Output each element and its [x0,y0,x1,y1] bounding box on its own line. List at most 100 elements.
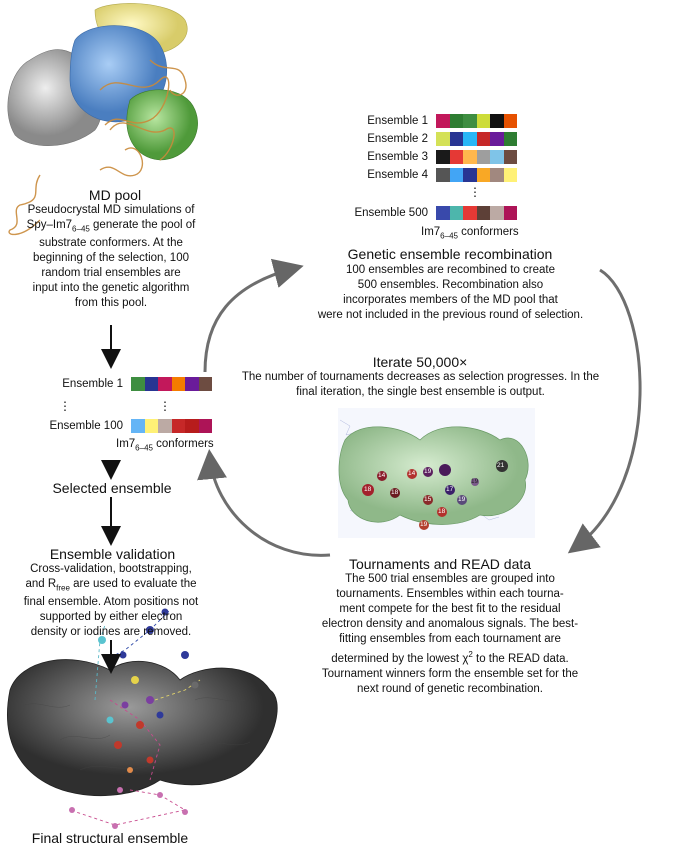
conformer-swatch [436,132,450,146]
selected-ensemble-title: Selected ensemble [52,480,172,496]
conformer-swatch [490,150,504,164]
conformer-swatch [436,168,450,182]
conformer-swatch [185,419,199,433]
ensemble-label: Ensemble 100 [49,420,123,432]
read-data-illustration [338,408,535,538]
conformer-swatch [463,132,477,146]
conformer-swatch [463,168,477,182]
ensemble-label: Ensemble 3 [367,151,428,163]
caption-text: conformers [152,438,214,450]
md-line: from this pool. [74,297,148,310]
iterate-title: Iterate 50,000× [372,354,468,370]
md-pool-title: MD pool [88,187,142,203]
ensemble-swatches [436,168,517,182]
conformer-swatch [476,132,490,146]
conformer-swatch [476,168,490,182]
recombination-title: Genetic ensemble recombination [347,246,553,262]
conformer-swatch [503,114,517,128]
conformer-swatch [131,419,145,433]
conformer-swatch [463,114,477,128]
validation-subscript: free [56,583,70,593]
conformer-swatch [131,377,145,391]
tournaments-text: to the READ data. [472,652,569,665]
conformer-swatch [158,419,172,433]
md-pool-illustration [7,3,198,236]
top-conformers-caption: Im76–45 conformers [421,226,519,240]
conformer-swatch [185,377,199,391]
ensemble-swatches [436,150,517,164]
left-ellipsis: ⋮ [59,399,71,413]
arrow-to-selected-ensembles [197,449,331,557]
recombination-line: incorporates members of the MD pool that [343,294,558,306]
conformer-swatch [144,419,158,433]
ensemble-label: Ensemble 1 [62,378,123,390]
caption-text: conformers [457,226,519,238]
validation-text: are used to evaluate the [69,578,197,590]
conformer-swatch [490,206,504,220]
md-pool-description: Pseudocrystal MD simulations of Spy–Im76… [0,203,222,311]
ensemble-label: Ensemble 4 [367,169,428,181]
left-conformers-caption: Im76–45 conformers [116,438,214,452]
md-line: substrate conformers. At the [39,237,183,250]
tournaments-line: fitting ensembles from each tournament a… [339,633,561,645]
conformer-swatch [171,419,185,433]
tournaments-line: next round of genetic recombination. [356,682,544,695]
recombination-line: 100 ensembles are recombined to create [345,264,556,276]
ensemble-label: Ensemble 1 [367,115,428,127]
conformer-swatch [476,206,490,220]
validation-line: final ensemble. Atom positions not [23,596,199,609]
caption-subscript: 6–45 [135,443,153,453]
ensemble-swatches [436,206,517,220]
validation-title: Ensemble validation [49,546,176,562]
md-line: beginning of the selection, 100 [32,252,189,265]
ensemble-swatches [131,419,212,433]
final-ensemble-illustration [7,608,278,829]
ensemble-label: Ensemble 500 [354,207,428,219]
conformer-swatch [503,168,517,182]
conformer-swatch [144,377,158,391]
md-subscript: 6–45 [72,224,90,234]
conformer-swatch [158,377,172,391]
validation-line: and Rfree are used to evaluate the [0,577,222,595]
ensemble-swatches [436,114,517,128]
conformer-swatch [449,132,463,146]
conformer-swatch [436,114,450,128]
recombination-line: were not included in the previous round … [317,309,584,321]
validation-line: density or iodines are removed. [30,626,192,639]
conformer-swatch [198,377,212,391]
conformer-swatch [436,206,450,220]
ensemble-label: Ensemble 2 [367,133,428,145]
conformer-swatch [490,114,504,128]
iterate-line: final iteration, the single best ensembl… [296,386,545,398]
validation-line: Cross-validation, bootstrapping, [30,563,192,575]
tournaments-line: determined by the lowest χ2 to the READ … [285,647,615,667]
conformer-swatch [171,377,185,391]
md-line: input into the genetic algorithm [32,282,190,295]
arrow-to-tournaments [567,268,642,554]
validation-text: and R [25,578,57,590]
caption-subscript: 6–45 [440,231,458,241]
recombination-description: 100 ensembles are recombined to create 5… [278,263,623,323]
top-ellipsis: ⋮ [469,185,481,199]
conformer-swatch [476,150,490,164]
md-line: random trial ensembles are [41,267,181,280]
tournaments-line: Tournament winners form the ensemble set… [321,667,579,680]
tournaments-superscript: 2 [468,650,473,659]
tournaments-text: determined by the lowest χ [331,652,469,665]
iterate-description: The number of tournaments decreases as s… [228,370,613,400]
caption-text: Im7 [116,438,136,450]
iterate-line: The number of tournaments decreases as s… [241,371,600,383]
caption-text: Im7 [421,226,441,238]
tournaments-line: tournaments. Ensembles within each tourn… [336,588,564,600]
conformer-swatch [503,150,517,164]
validation-line: supported by either electron [39,611,183,624]
conformer-swatch [503,206,517,220]
conformer-swatch [449,206,463,220]
left-ellipsis-swatches: ⋮ [159,399,171,413]
final-ensemble-title: Final structural ensemble [31,830,189,846]
conformer-swatch [436,150,450,164]
tournaments-line: ment compete for the best fit to the res… [339,603,561,615]
ensemble-swatches [436,132,517,146]
conformer-swatch [463,206,477,220]
